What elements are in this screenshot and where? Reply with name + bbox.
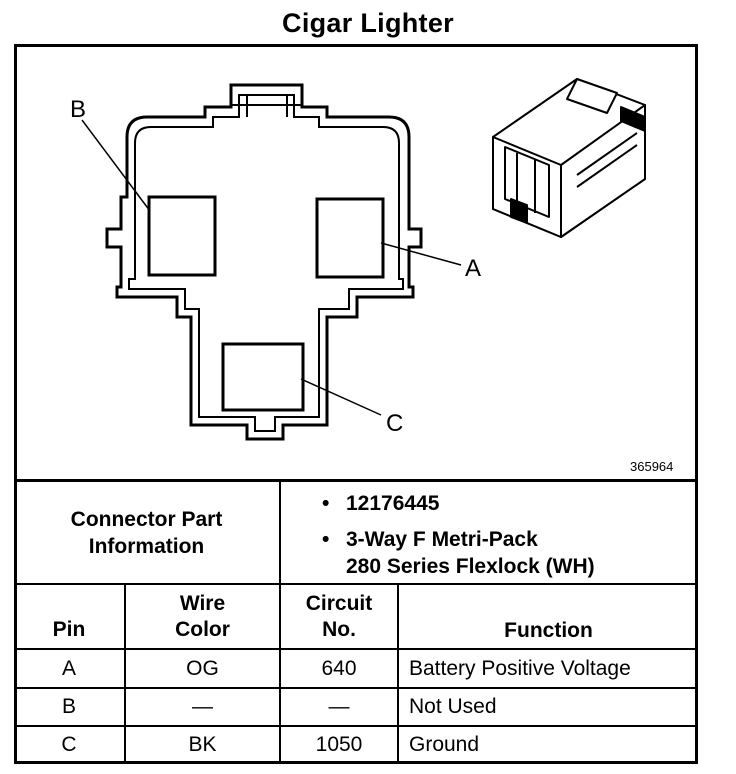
connector-info-label: Connector Part Information [14, 482, 279, 583]
connector-3d-illustration [492, 78, 646, 238]
callout-a: A [465, 255, 482, 282]
row-a-function: Battery Positive Voltage [409, 656, 631, 680]
row-b-wire-color: — [192, 695, 213, 718]
header-wire-color: Wire Color [126, 587, 279, 647]
bullet-glyph: • [322, 492, 330, 515]
row-b-function: Not Used [409, 695, 497, 718]
connector-info-label-line2: Information [88, 534, 205, 558]
row-a-circuit: 640 [321, 656, 357, 680]
callout-b: B [70, 96, 87, 123]
header-circuit-line2: No. [322, 618, 356, 641]
row-c-circuit: 1050 [315, 733, 363, 756]
wire-divider [124, 584, 126, 764]
diagram-frame [14, 44, 698, 764]
connector-type-line1: 3-Way F Metri-Pack [346, 528, 538, 551]
info-bullet-part-number: • 12176445 [322, 490, 595, 517]
table-top-rule [14, 479, 698, 482]
cavity-a [315, 197, 385, 279]
row-c-pin: C [61, 733, 77, 756]
callout-c: C [386, 410, 404, 437]
info-divider [279, 481, 281, 764]
row-b-circuit: — [328, 695, 350, 718]
header-circuit-line1: Circuit [305, 592, 373, 615]
diagram-title: Cigar Lighter [282, 8, 454, 38]
info-bullet-connector-series: 280 Series Flexlock (WH) [322, 553, 595, 580]
bullet-glyph: • [322, 528, 330, 551]
connector-inner-outline [128, 94, 404, 432]
info-bullet-connector-type: • 3-Way F Metri-Pack [322, 526, 595, 553]
header-function: Function [399, 614, 698, 648]
part-number: 12176445 [346, 492, 440, 515]
connector-housing-outline [105, 83, 423, 441]
circuit-divider [397, 584, 399, 764]
header-wire-color-line1: Wire [179, 592, 226, 615]
connector-face-drawing [81, 78, 646, 441]
header-pin-label: Pin [52, 618, 86, 641]
row-a-pin: A [61, 656, 76, 680]
figure-id: 365964 [630, 459, 674, 474]
connector-info-values: • 12176445 • 3-Way F Metri-Pack 280 Seri… [322, 490, 595, 580]
row-b-rule [14, 725, 698, 727]
row-c-function: Ground [409, 733, 480, 756]
header-function-label: Function [504, 619, 593, 642]
header-wire-color-line2: Color [175, 618, 230, 641]
cavity-b [147, 195, 217, 277]
header-circuit: Circuit No. [281, 587, 397, 647]
cavity-c [221, 342, 305, 412]
connector-type-line2: 280 Series Flexlock (WH) [346, 555, 595, 578]
row-b-pin: B [61, 695, 76, 718]
header-top-rule [14, 583, 698, 585]
header-pin: Pin [14, 612, 124, 648]
header-bottom-rule [14, 648, 698, 650]
row-c-wire-color: BK [188, 733, 217, 756]
row-a-wire-color: OG [186, 656, 219, 680]
row-a-rule [14, 687, 698, 689]
connector-info-label-line1: Connector Part [70, 507, 223, 531]
